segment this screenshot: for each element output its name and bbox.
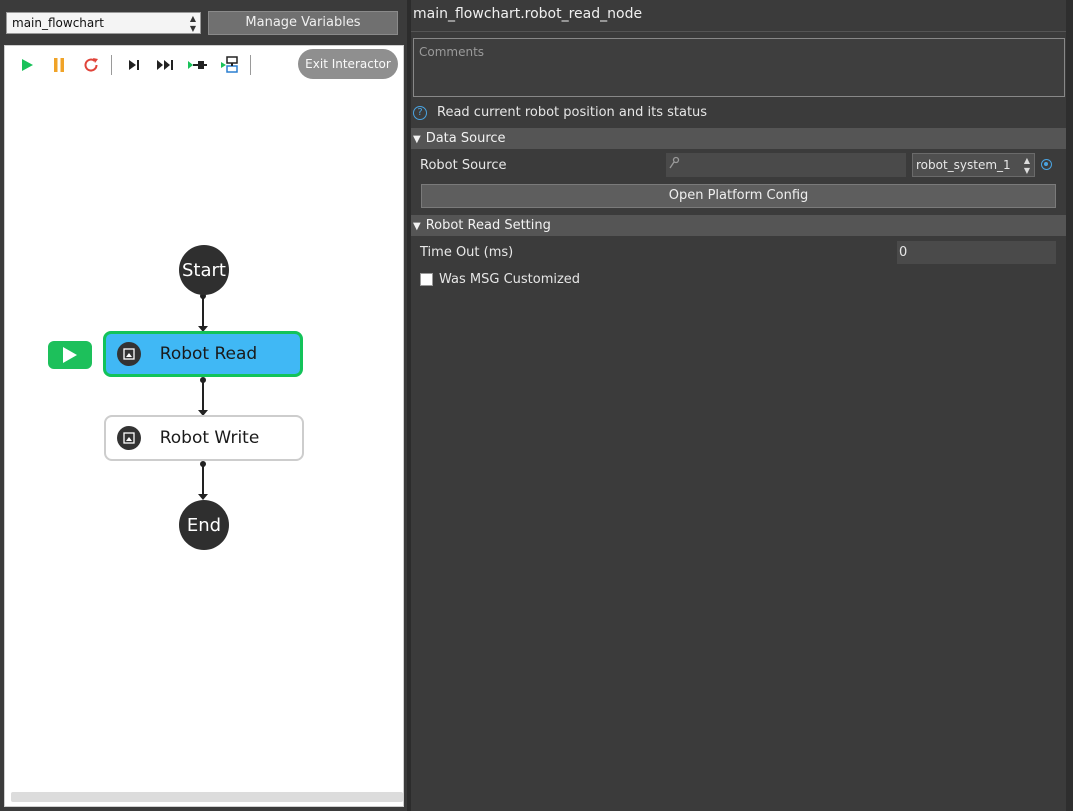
- start-node-label: Start: [182, 259, 226, 281]
- play-icon[interactable]: [15, 54, 39, 76]
- robot-read-node-label: Robot Read: [159, 344, 258, 364]
- timeout-input[interactable]: 0: [897, 241, 1056, 264]
- flowchart-canvas[interactable]: Exit Interactor Start Robot Read: [4, 45, 404, 807]
- help-icon[interactable]: ?: [413, 105, 427, 120]
- key-icon: [668, 156, 680, 174]
- properties-pane: main_flowchart.robot_read_node Comments …: [411, 0, 1073, 811]
- robot-source-select[interactable]: robot_system_1 ▲▼: [912, 153, 1035, 177]
- connector-line: [202, 380, 204, 414]
- select-arrows-icon: ▲▼: [1023, 156, 1030, 175]
- pause-icon[interactable]: [47, 54, 71, 76]
- section-data-source-label: Data Source: [425, 131, 506, 146]
- connector-arrows: [198, 293, 208, 500]
- robot-write-node[interactable]: Robot Write: [104, 415, 304, 461]
- collapse-triangle-icon: ▼: [413, 134, 421, 145]
- node-image-icon: [117, 342, 141, 366]
- play-icon: [63, 347, 77, 363]
- radio-target-icon[interactable]: [1041, 159, 1052, 170]
- toolbar-separator: [111, 55, 112, 75]
- robot-source-select-value: robot_system_1: [916, 158, 1011, 172]
- flowchart-select-value: main_flowchart: [12, 16, 104, 30]
- toolbar-separator: [250, 55, 251, 75]
- title-divider: [411, 31, 1067, 32]
- flowchart-toolbar: [15, 54, 261, 76]
- end-node[interactable]: End: [179, 500, 229, 550]
- debug-icon[interactable]: [218, 54, 242, 76]
- end-node-label: End: [186, 514, 222, 536]
- robot-source-input[interactable]: [666, 153, 906, 177]
- comments-field[interactable]: Comments: [413, 38, 1065, 97]
- step-all-icon[interactable]: [154, 54, 178, 76]
- comments-placeholder: Comments: [419, 45, 485, 59]
- run-to-icon[interactable]: [186, 54, 210, 76]
- start-node[interactable]: Start: [179, 245, 229, 295]
- msg-customized-label: Was MSG Customized: [439, 272, 581, 287]
- msg-customized-row: Was MSG Customized: [420, 272, 580, 287]
- node-description: ? Read current robot position and its st…: [413, 105, 707, 120]
- connector-line: [202, 296, 204, 330]
- reload-icon[interactable]: [79, 54, 103, 76]
- right-edge-border: [1066, 0, 1073, 811]
- connector-line: [202, 464, 204, 498]
- robot-read-node[interactable]: Robot Read: [103, 331, 303, 377]
- select-arrows-icon: ▲▼: [189, 14, 196, 33]
- collapse-triangle-icon: ▼: [413, 221, 421, 232]
- open-platform-config-button[interactable]: Open Platform Config: [421, 184, 1056, 208]
- manage-variables-button[interactable]: Manage Variables: [208, 11, 398, 35]
- pane-splitter[interactable]: [407, 0, 411, 811]
- flowchart-pane: main_flowchart ▲▼ Manage Variables: [0, 0, 407, 811]
- flowchart-select[interactable]: main_flowchart ▲▼: [6, 12, 201, 34]
- run-node-button[interactable]: [48, 341, 92, 369]
- description-text: Read current robot position and its stat…: [437, 105, 708, 120]
- exit-interactor-button[interactable]: Exit Interactor: [298, 49, 398, 79]
- section-read-setting-label: Robot Read Setting: [425, 218, 551, 233]
- robot-write-node-label: Robot Write: [159, 428, 260, 448]
- section-data-source[interactable]: ▼ Data Source: [411, 128, 1066, 149]
- node-image-icon: [117, 426, 141, 450]
- timeout-label: Time Out (ms): [420, 245, 514, 260]
- msg-customized-checkbox[interactable]: [420, 273, 433, 286]
- step-icon[interactable]: [122, 54, 146, 76]
- node-title: main_flowchart.robot_read_node: [413, 6, 643, 22]
- robot-source-label: Robot Source: [420, 158, 507, 173]
- horizontal-scrollbar[interactable]: [11, 792, 403, 802]
- section-robot-read-setting[interactable]: ▼ Robot Read Setting: [411, 215, 1066, 236]
